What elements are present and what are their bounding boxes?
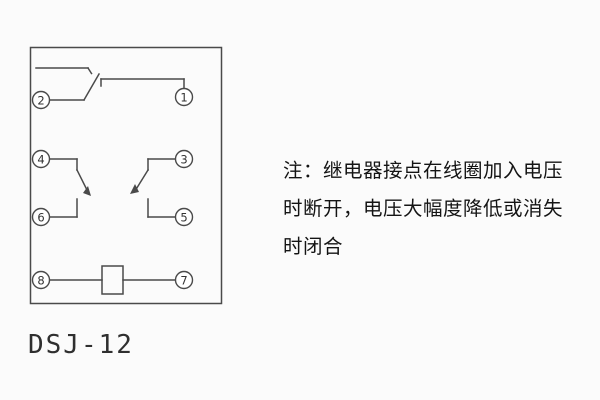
- fixed-contact-tick: [86, 66, 93, 75]
- terminal-2: 2: [31, 90, 51, 110]
- terminal-4-label: 4: [37, 153, 44, 167]
- contact-blade: [133, 168, 150, 193]
- note-line-3: 时闭合: [283, 236, 344, 258]
- terminal-3: 3: [174, 149, 194, 169]
- terminal-6: 6: [31, 207, 51, 227]
- coil-wiring: [48, 265, 177, 295]
- terminal-3-label: 3: [180, 153, 187, 167]
- terminal-5: 5: [174, 207, 194, 227]
- terminal-7-label: 7: [180, 274, 187, 288]
- terminal-circle: [31, 149, 51, 169]
- terminal-1: 1: [174, 87, 194, 107]
- terminal-5-label: 5: [180, 211, 187, 225]
- terminal-1-label: 1: [180, 91, 187, 105]
- diagram-border: [29, 46, 223, 305]
- terminal-circle: [174, 270, 194, 290]
- blade-arrow-icon: [130, 184, 139, 194]
- right-middle-contact-wiring: [130, 158, 177, 218]
- terminal-8-label: 8: [37, 274, 44, 288]
- coil-symbol: [101, 265, 124, 295]
- model-label: DSJ-12: [28, 330, 134, 360]
- contact-blade: [82, 72, 101, 102]
- terminal-8: 8: [31, 270, 51, 290]
- terminal-circle: [31, 207, 51, 227]
- top-contact-wiring: [35, 66, 185, 102]
- left-middle-contact-wiring: [48, 158, 91, 218]
- terminal-4: 4: [31, 149, 51, 169]
- terminal-circle: [174, 149, 194, 169]
- terminal-2-label: 2: [37, 94, 44, 108]
- terminal-circle: [174, 87, 194, 107]
- terminal-circle: [174, 207, 194, 227]
- note-line-2: 时断开，电压大幅度降低或消失: [283, 198, 564, 220]
- note-line-1: 注：继电器接点在线圈加入电压: [283, 160, 564, 182]
- terminal-6-label: 6: [37, 211, 44, 225]
- blade-arrow-icon: [83, 186, 91, 196]
- terminal-7: 7: [174, 270, 194, 290]
- terminal-circle: [31, 270, 51, 290]
- note-text: 注：继电器接点在线圈加入电压 时断开，电压大幅度降低或消失 时闭合: [283, 152, 583, 266]
- terminal-circle: [31, 90, 51, 110]
